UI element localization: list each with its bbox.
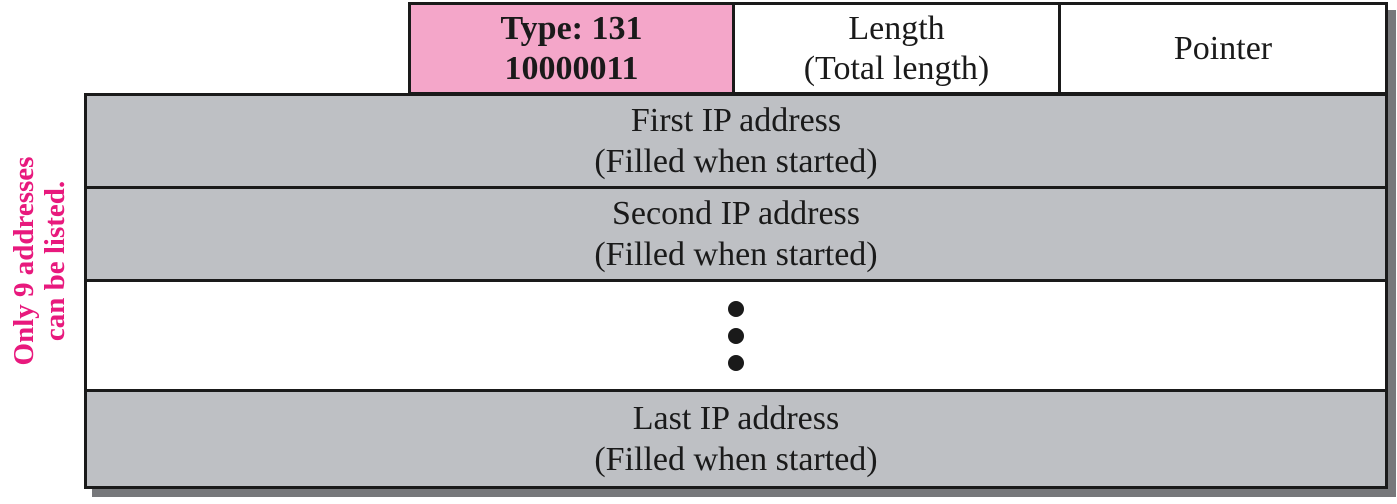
length-field-label: Length: [848, 9, 945, 47]
type-field-value: Type: 131: [500, 9, 643, 47]
last-ip-address-label: Last IP address: [632, 400, 840, 437]
side-note-line1: Only 9 addresses: [8, 156, 40, 366]
first-ip-address-label: First IP address: [630, 102, 842, 139]
ellipsis-dot: [728, 354, 744, 371]
last-ip-address-sublabel: (Filled when started): [594, 441, 878, 478]
ellipsis-row: [87, 282, 1385, 392]
pointer-field: Pointer: [1058, 2, 1388, 95]
pointer-field-label: Pointer: [1173, 29, 1273, 67]
address-list-box: First IP address (Filled when started) S…: [84, 93, 1388, 489]
second-ip-address-label: Second IP address: [611, 195, 861, 232]
option-header-row: Type: 131 10000011 Length (Total length)…: [408, 2, 1388, 95]
length-field: Length (Total length): [732, 2, 1061, 95]
side-note-line2: can be listed.: [39, 180, 71, 342]
side-note: Only 9 addresses can be listed.: [8, 116, 71, 406]
length-field-sublabel: (Total length): [803, 49, 990, 87]
first-ip-address-sublabel: (Filled when started): [594, 143, 878, 180]
last-ip-address-row: Last IP address (Filled when started): [87, 392, 1385, 486]
first-ip-address-row: First IP address (Filled when started): [87, 96, 1385, 189]
type-field-binary: 10000011: [504, 49, 639, 87]
ellipsis-dot: [728, 300, 744, 317]
second-ip-address-sublabel: (Filled when started): [594, 236, 878, 273]
ellipsis-dot: [728, 327, 744, 344]
second-ip-address-row: Second IP address (Filled when started): [87, 189, 1385, 282]
type-field: Type: 131 10000011: [408, 2, 735, 95]
